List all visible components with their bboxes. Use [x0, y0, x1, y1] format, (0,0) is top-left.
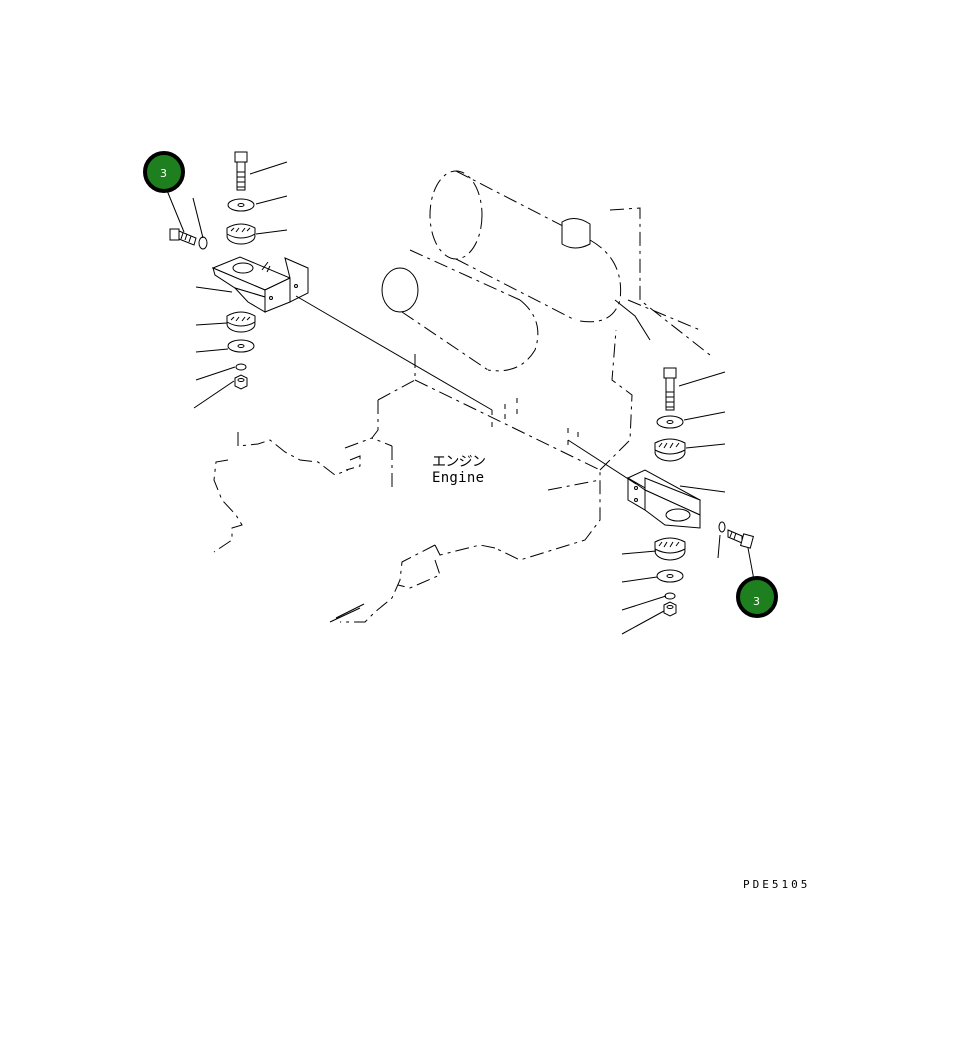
right-spring-washer [664, 592, 676, 600]
drawing-code: PDE5105 [743, 878, 810, 891]
right-lower-rubber-mount [654, 537, 686, 561]
left-side-bolt [169, 228, 208, 250]
right-side-bolt [718, 521, 754, 549]
left-nut [234, 374, 248, 390]
engine-label-jp: エンジン [432, 454, 486, 470]
block-bolt-holes [491, 398, 579, 445]
right-top-bolt [663, 367, 677, 411]
callout-badge-right[interactable]: 3 [736, 576, 778, 618]
callout-number: 3 [160, 167, 167, 180]
right-bracket [626, 469, 702, 529]
callout-number: 3 [753, 595, 760, 608]
left-bracket [211, 256, 309, 313]
engine-label-en: Engine [432, 470, 484, 486]
left-top-bolt [234, 151, 248, 191]
left-mount-assembly [165, 151, 493, 411]
engine-outline [213, 170, 711, 623]
left-top-rubber-mount [226, 223, 256, 245]
callout-badge-left[interactable]: 3 [143, 151, 185, 193]
right-top-rubber-mount [654, 438, 686, 462]
left-lower-rubber-mount [226, 311, 256, 333]
left-spring-washer [235, 363, 247, 371]
right-mount-assembly [567, 367, 755, 635]
right-nut [663, 601, 677, 617]
